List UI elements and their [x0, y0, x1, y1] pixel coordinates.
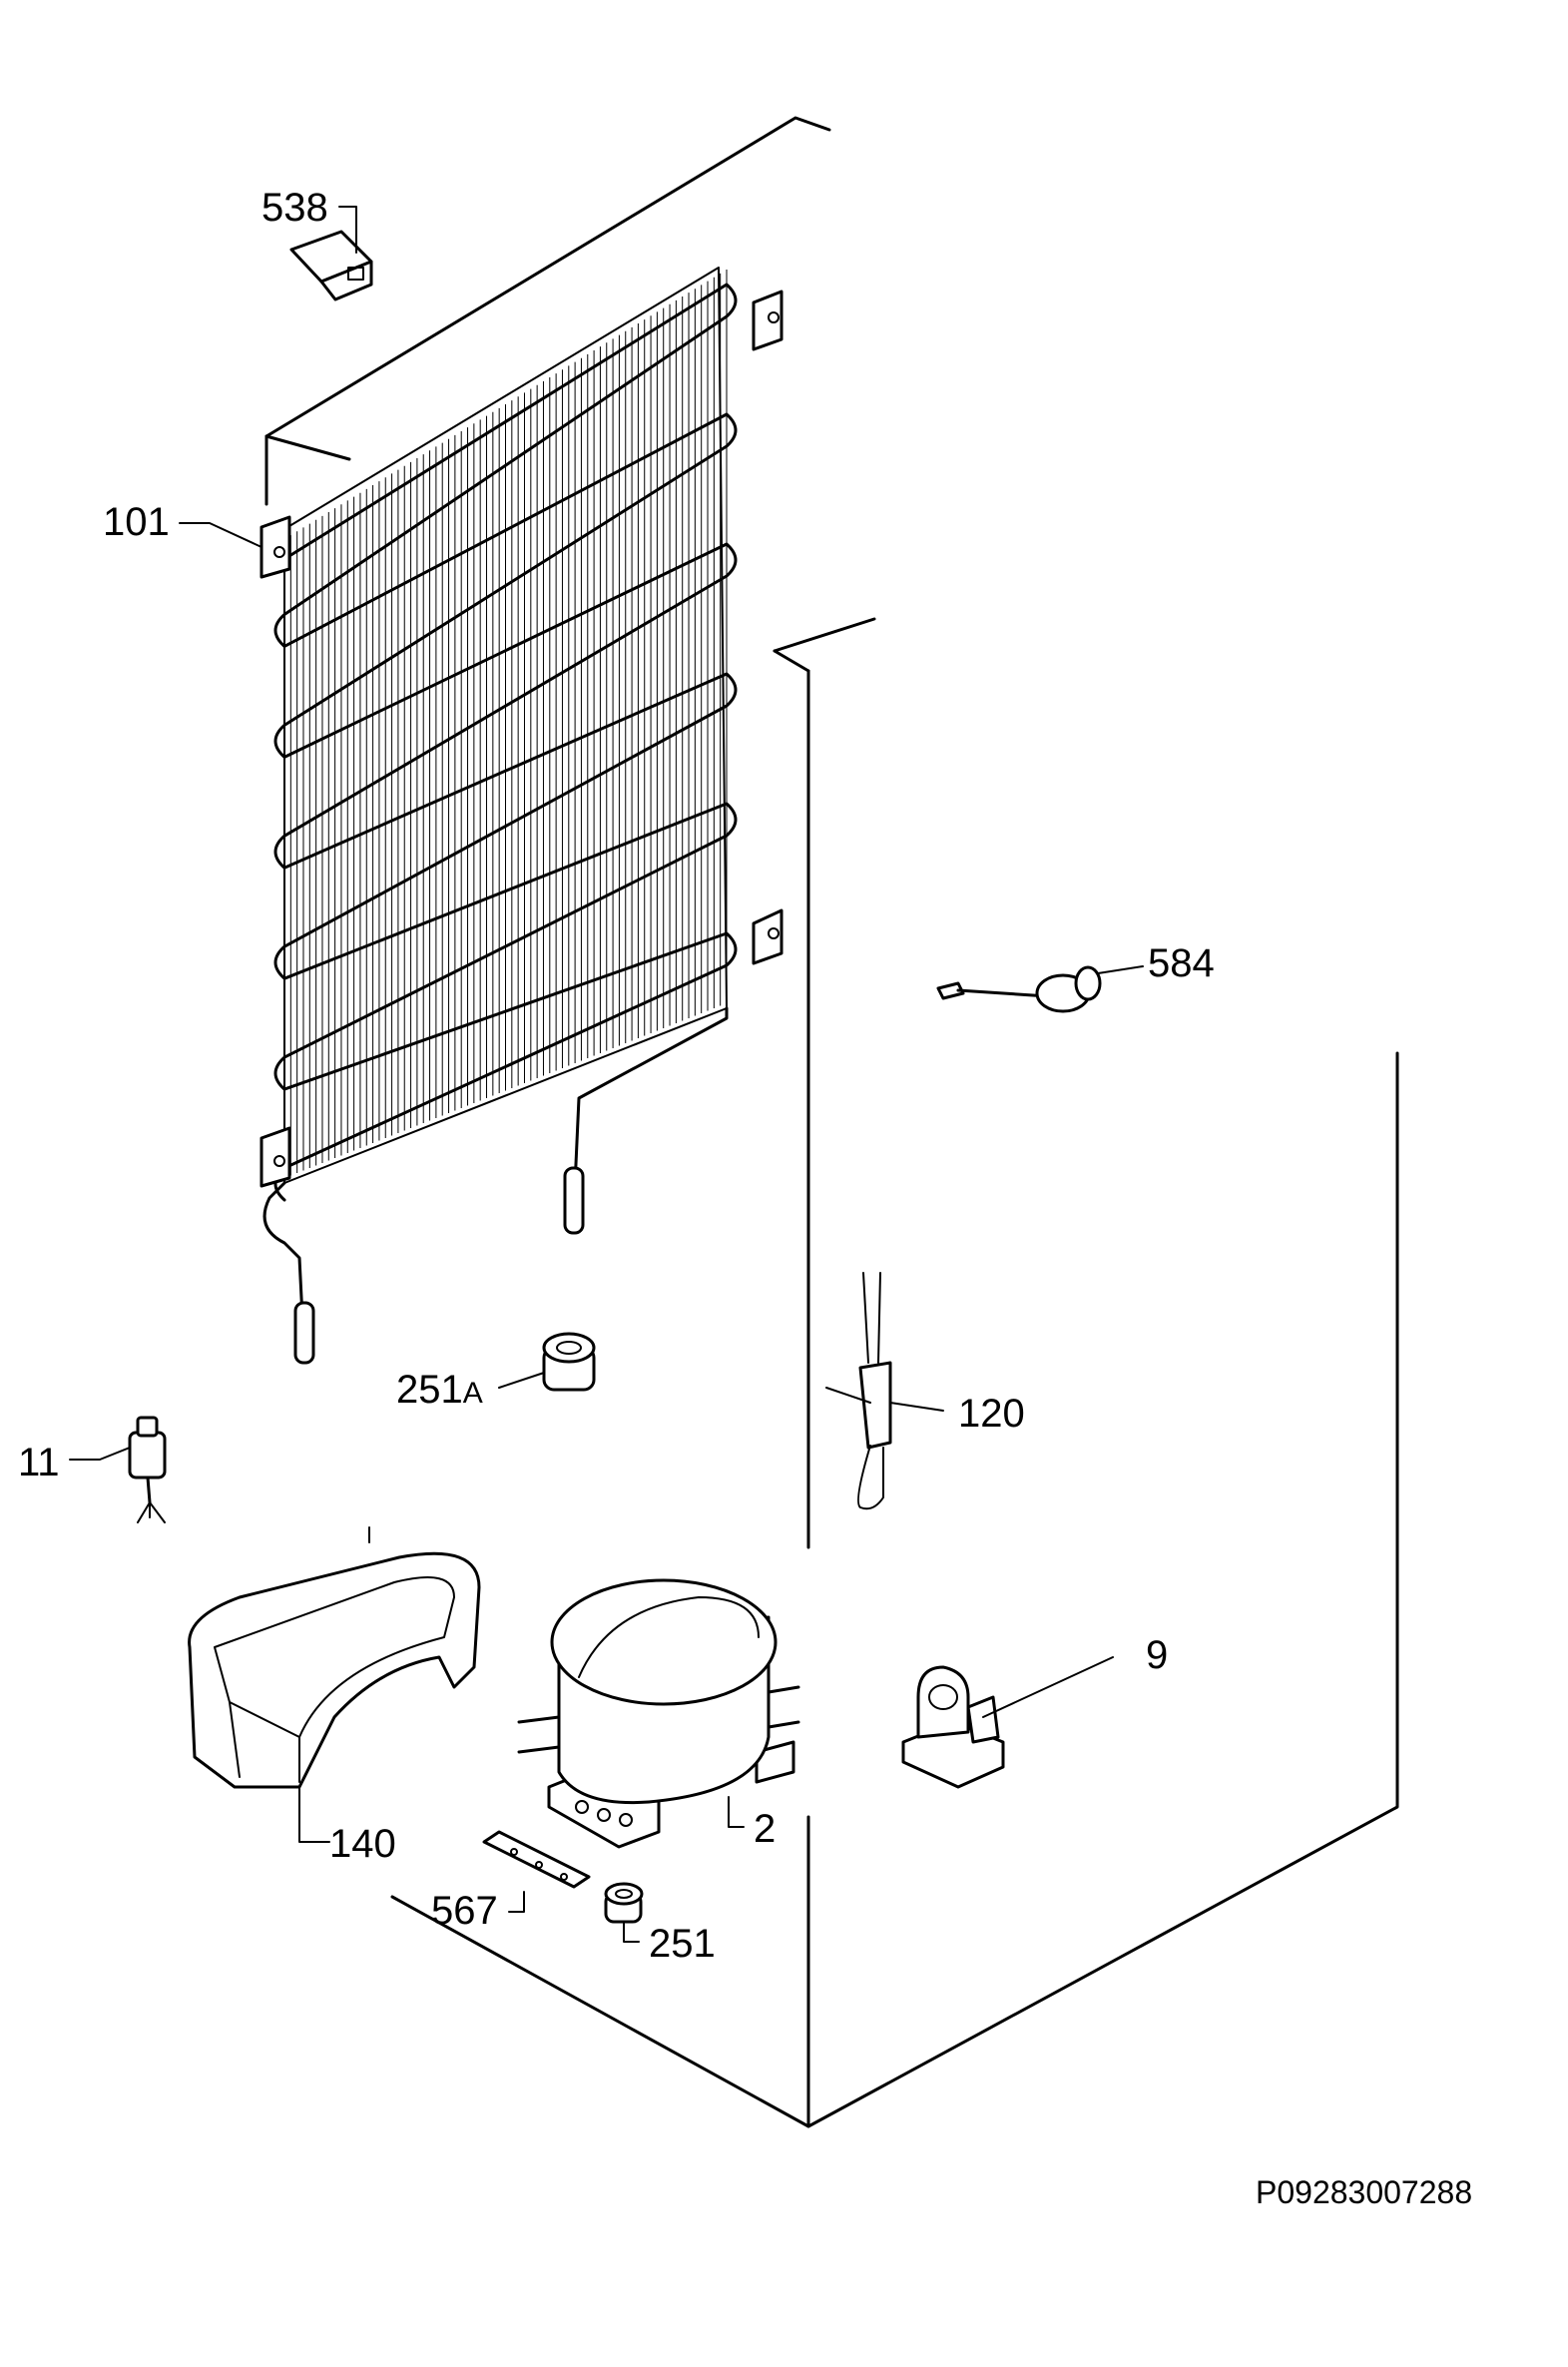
label-584: 584 — [1148, 941, 1215, 985]
part-567-plate — [482, 1830, 591, 1913]
part-11-filter — [69, 1416, 167, 1523]
label-251A-number: 251 — [396, 1368, 463, 1412]
condenser-coil — [273, 283, 738, 1202]
label-101: 101 — [103, 500, 170, 544]
bracket-top-right — [752, 290, 784, 351]
part-140-drip-tray — [188, 1526, 481, 1843]
part-251A-grommet — [498, 1332, 596, 1392]
part-584-sensor — [936, 965, 1144, 1013]
reference-code: P09283007288 — [1256, 2174, 1472, 2210]
part-538-clip — [289, 206, 373, 301]
bracket-mid-right — [752, 908, 784, 965]
label-567: 567 — [431, 1889, 498, 1933]
part-251-grommet — [604, 1882, 644, 1943]
bracket-top-left — [260, 515, 291, 579]
label-538: 538 — [261, 186, 328, 230]
label-11: 11 — [18, 1441, 60, 1484]
bracket-bottom-left — [260, 1126, 291, 1188]
label-251A-suffix: A — [463, 1377, 483, 1410]
label-140: 140 — [329, 1822, 396, 1866]
part-2-compressor — [517, 1578, 800, 1849]
label-251A: 251A — [396, 1368, 483, 1412]
label-9: 9 — [1146, 1633, 1168, 1677]
label-251: 251 — [649, 1922, 716, 1966]
part-120-cable — [825, 1272, 944, 1510]
cabinet-outline — [264, 116, 1399, 2128]
label-120: 120 — [958, 1392, 1025, 1436]
label-2: 2 — [754, 1807, 776, 1851]
part-9-relay — [901, 1656, 1114, 1789]
condenser — [260, 267, 784, 1365]
